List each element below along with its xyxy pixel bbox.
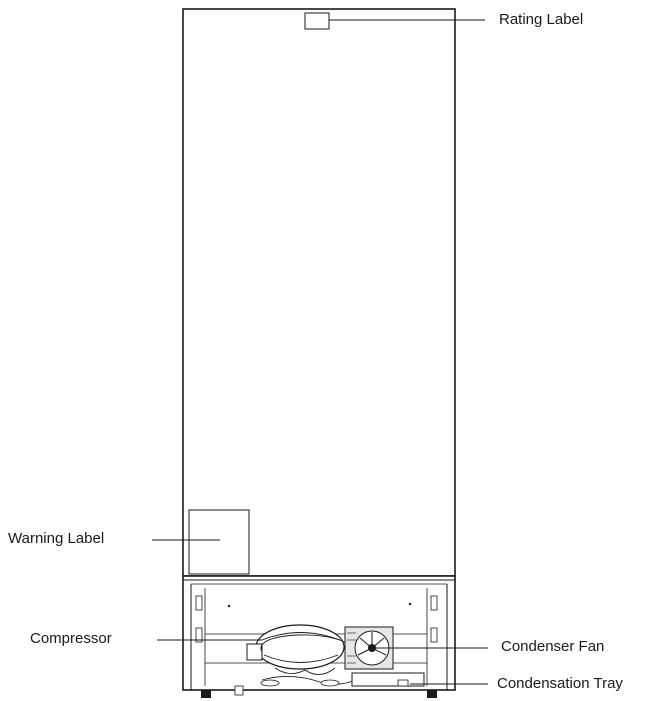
- drain-spout: [234, 685, 244, 696]
- cabinet-body: [182, 8, 456, 577]
- foot-right: [427, 690, 437, 698]
- foot-left: [201, 690, 211, 698]
- compressor-unit: [246, 624, 361, 687]
- warning-label-callout: Warning Label: [8, 530, 105, 547]
- rating-label-plate: [304, 12, 330, 30]
- condenser-fan-callout: Condenser Fan: [501, 638, 605, 655]
- warning-label-plate: [188, 509, 250, 575]
- condensation-tray-callout: Condensation Tray: [497, 675, 623, 692]
- rating-label-callout: Rating Label: [499, 11, 584, 28]
- machine-compartment: [182, 575, 456, 691]
- compressor-callout: Compressor: [30, 630, 112, 647]
- tray-clip: [397, 679, 409, 687]
